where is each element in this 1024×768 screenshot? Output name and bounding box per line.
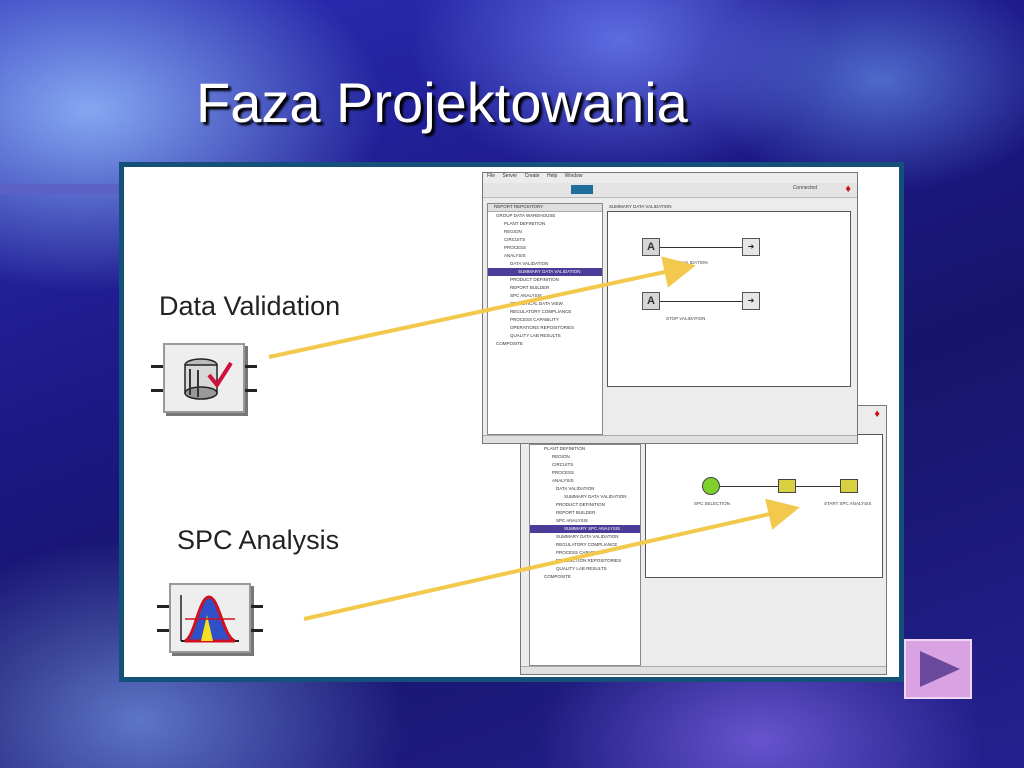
arrow-to-spc <box>303 498 800 621</box>
window-footer <box>521 666 886 674</box>
arrow-overlay <box>268 256 800 621</box>
menu-item-file[interactable]: File <box>487 173 496 179</box>
menu-item-server[interactable]: Server <box>502 173 518 179</box>
toolbar <box>483 183 857 198</box>
tree-row[interactable]: COMPOSITE <box>544 574 572 579</box>
tree-row-selected[interactable]: SUMMARY DATA VALIDATION <box>488 268 602 276</box>
app-window-validation: File Server Create Help Window Connected… <box>482 172 858 444</box>
validation-flow-canvas: A ➜ START VALIDATION A ➜ STOP VALIDATION <box>607 211 851 387</box>
menu-item-help[interactable]: Help <box>546 173 558 179</box>
tree-row[interactable]: GROUP DATA WAREHOUSE <box>496 213 556 218</box>
tree-row[interactable]: PRODUCT DEFINITION <box>556 502 605 507</box>
spc-flow-canvas: SPC SELECTION START SPC ANALYSIS <box>645 434 883 578</box>
tree-row[interactable]: CIRCUITS <box>552 462 574 467</box>
tree-row[interactable]: REPORT BUILDER <box>510 285 550 290</box>
window-footer <box>483 435 857 443</box>
menu-bar: File Server Create Help Window <box>483 173 857 183</box>
next-slide-button[interactable] <box>904 639 972 699</box>
tree-row[interactable]: SPC ANALYSIS <box>510 293 542 298</box>
spc-analysis-label: SPC Analysis <box>177 525 340 555</box>
arrow-to-validation <box>268 256 696 359</box>
validation-output-node[interactable]: ➜ <box>742 238 760 256</box>
slide-title: Faza Projektowania <box>196 71 688 134</box>
tree-row[interactable]: REGULATORY COMPLIANCE <box>510 309 572 314</box>
tree-row[interactable]: QUALITY LAB RESULTS <box>556 566 607 571</box>
red-diamond-icon: ♦ <box>845 183 851 195</box>
tree-row[interactable]: SUMMARY DATA VALIDATION <box>556 534 619 539</box>
spc-report-node[interactable] <box>840 479 858 493</box>
distribution-chart-icon <box>180 595 239 643</box>
connection-status: Connected <box>792 185 817 191</box>
tree-row[interactable]: SPC ANALYSIS <box>556 518 588 523</box>
data-validation-label: Data Validation <box>159 291 341 321</box>
tree-row-selected[interactable]: SUMMARY SPC ANALYSIS <box>530 525 640 533</box>
start-validation-node[interactable]: A <box>642 238 660 256</box>
node-caption: STOP VALIDATION <box>666 316 706 321</box>
play-triangle-icon <box>920 651 960 687</box>
app-window-spc: ♦ PLANT DEFINITION REGION CIRCUITS PROCE… <box>520 405 887 675</box>
title-accent-bar <box>0 184 122 194</box>
tree-row[interactable]: REGION <box>552 454 570 459</box>
tree-row[interactable]: PRODUCT DEFINITION <box>510 277 559 282</box>
barrel-checkmark-icon <box>184 358 233 400</box>
tree-row[interactable]: STATISTICAL DATA VIEW <box>510 301 563 306</box>
tree-row[interactable]: REGION <box>504 229 522 234</box>
toolbar-monitor-icon[interactable] <box>571 185 593 194</box>
tree-row[interactable]: DATA VALIDATION <box>556 486 595 491</box>
tree-row[interactable]: PLANT DEFINITION <box>504 221 546 226</box>
screenshot-panel: Data Validation SPC Analysis ♦ <box>119 162 904 682</box>
tree-row[interactable]: SUMMARY DATA VALIDATION <box>564 494 627 499</box>
spc-analysis-node[interactable] <box>778 479 796 493</box>
tree-row[interactable]: PLANT DEFINITION <box>544 446 586 451</box>
node-caption: SPC SELECTION <box>694 501 731 506</box>
tree-row[interactable]: OPERATIONS REPOSITORIES <box>510 325 575 330</box>
data-validation-tool <box>151 343 257 413</box>
menu-item-window[interactable]: Window <box>564 173 583 179</box>
menu-item-create[interactable]: Create <box>524 173 540 179</box>
tree-row[interactable]: PRODUCTION REPOSITORIES <box>556 558 622 563</box>
validation-output-node-2[interactable]: ➜ <box>742 292 760 310</box>
tree-row[interactable]: PROCESS <box>552 470 575 475</box>
tree-row[interactable]: QUALITY LAB RESULTS <box>510 333 561 338</box>
repository-tree: REPORT REPOSITORY GROUP DATA WAREHOUSE P… <box>487 203 603 435</box>
tree-row[interactable]: PROCESS CAPABILITY <box>510 317 559 322</box>
node-caption: START SPC ANALYSIS <box>824 501 872 506</box>
tree-row[interactable]: PROCESS CAPABILITY <box>556 550 605 555</box>
tree-row[interactable]: PROCESS <box>504 245 527 250</box>
tree-row[interactable]: DATA VALIDATION <box>510 261 549 266</box>
spc-analysis-tool <box>157 583 263 653</box>
tree-row[interactable]: ANALYSIS <box>552 478 574 483</box>
tree-row[interactable]: REGULATORY COMPLIANCE <box>556 542 618 547</box>
red-diamond-icon: ♦ <box>874 408 880 420</box>
tree-row[interactable]: REPORT BUILDER <box>556 510 596 515</box>
tree-row[interactable]: CIRCUITS <box>504 237 526 242</box>
canvas-title: SUMMARY DATA VALIDATION <box>609 204 672 209</box>
tree-row[interactable]: COMPOSITE <box>496 341 524 346</box>
stop-validation-node[interactable]: A <box>642 292 660 310</box>
spc-selection-node[interactable] <box>702 477 720 495</box>
tree-header: REPORT REPOSITORY <box>488 204 602 212</box>
tree-row[interactable]: ANALYSIS <box>504 253 526 258</box>
